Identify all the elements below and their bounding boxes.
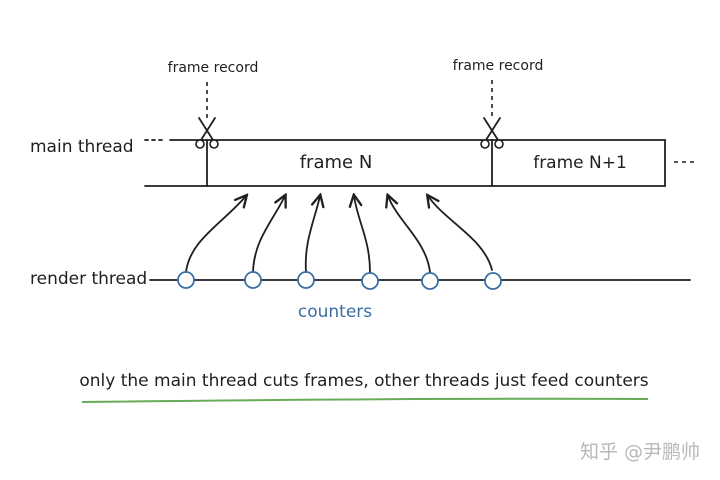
feed-arrow [304,196,320,273]
counter-node [361,272,379,290]
feed-arrow [185,196,246,273]
caption-underline [81,397,649,403]
caption-text: only the main thread cuts frames, other … [79,371,648,391]
counter-node [244,271,262,289]
scissors-icon [195,117,219,149]
main-thread-label: main thread [30,137,134,157]
counter-node [421,272,439,290]
feed-arrow [428,196,493,271]
counters-label: counters [298,302,372,322]
counter-node [177,271,195,289]
feed-arrows [185,196,493,273]
feed-arrow [354,196,371,273]
frame-record-label-2: frame record [453,58,544,74]
frame-n1-label: frame N+1 [533,153,627,173]
frame-n-label: frame N [300,152,373,173]
feed-arrow [252,196,285,273]
feed-arrow [388,196,431,273]
counter-nodes [177,271,502,290]
scissors-icon [480,117,504,149]
watermark: 知乎 @尹鹏帅 [580,441,700,463]
render-thread-label: render thread [30,269,147,289]
main-thread-track [144,139,698,187]
frame-record-label-1: frame record [168,60,259,76]
counter-node [484,272,502,290]
counter-node [297,271,315,289]
